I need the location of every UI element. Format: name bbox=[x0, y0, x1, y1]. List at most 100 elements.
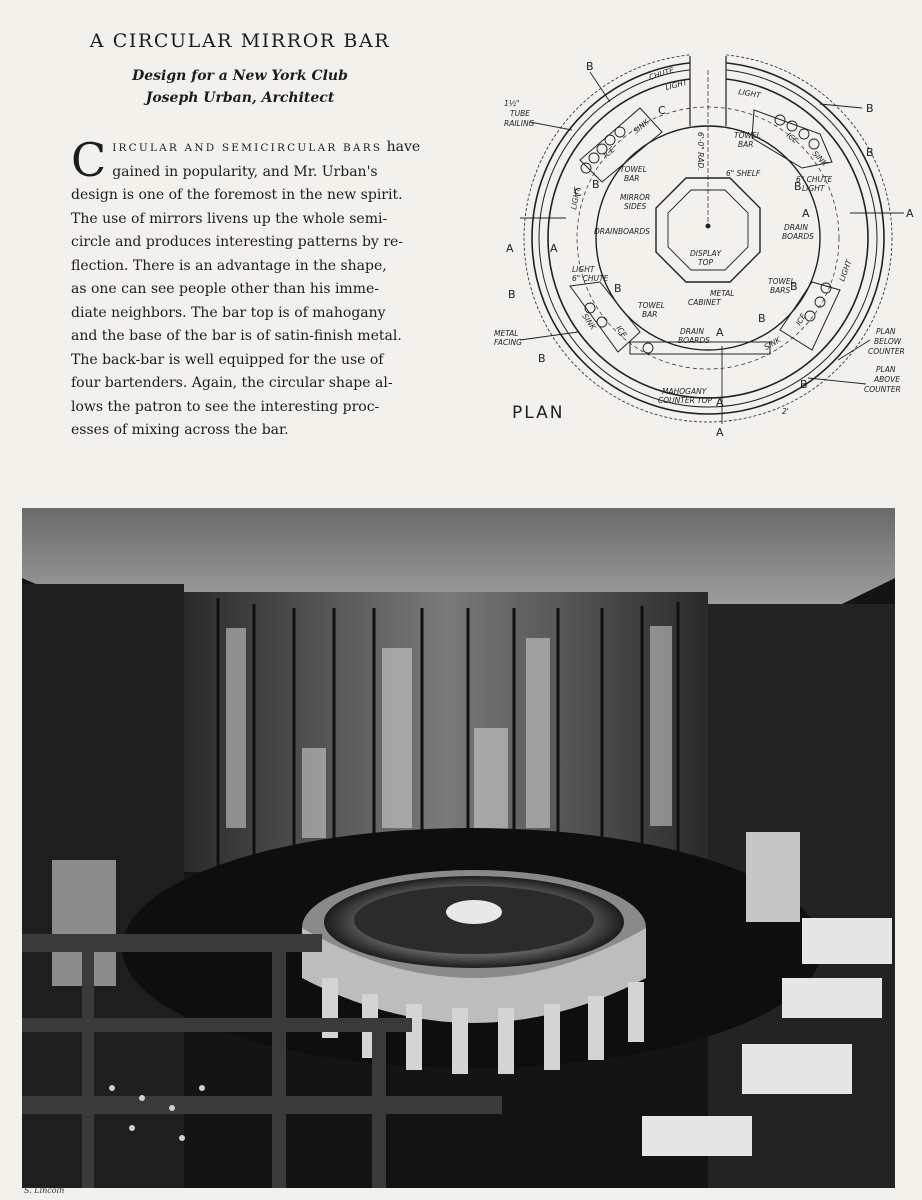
label-sink-tl: SINK bbox=[632, 117, 652, 136]
label-metal-facing-1: METAL bbox=[494, 329, 518, 338]
label-chute-light-r-1: 6" CHUTE bbox=[796, 175, 833, 184]
equipment-bottom bbox=[629, 341, 771, 355]
label-drain-boards-r-1: DRAIN bbox=[784, 223, 808, 232]
bin-circle bbox=[584, 302, 596, 314]
bar-plan-diagram: 1½" TUBE RAILING CHUTE LIGHT LIGHT SINK … bbox=[494, 52, 914, 439]
floor-tile-pattern bbox=[109, 1085, 205, 1141]
label-ice-tr: ICE bbox=[785, 131, 800, 146]
section-marker-b: B bbox=[866, 102, 874, 115]
label-sink-br: SINK bbox=[763, 335, 784, 352]
label-mirror-sides-2: SIDES bbox=[624, 202, 646, 211]
section-marker-a: A bbox=[506, 242, 514, 255]
label-mahogany-1: MAHOGANY bbox=[662, 387, 708, 396]
bin-circle bbox=[786, 120, 798, 132]
body-line-9: and the base of the bar is of satin-fini… bbox=[71, 328, 402, 344]
section-marker-b: B bbox=[508, 288, 516, 301]
bin-circle bbox=[614, 126, 626, 138]
body-line-1-rest: have bbox=[382, 139, 421, 155]
bin-circle bbox=[820, 282, 832, 294]
section-marker-b: B bbox=[790, 280, 798, 293]
section-marker-b: B bbox=[614, 282, 622, 295]
label-light-tr: LIGHT bbox=[738, 87, 763, 100]
label-light-chute-bl-2: 6" CHUTE bbox=[572, 274, 609, 283]
label-drainboards-left: DRAINBOARDS bbox=[594, 227, 650, 236]
label-towel-bar-bl-1: TOWEL bbox=[638, 301, 665, 310]
bin-circle bbox=[814, 296, 826, 308]
body-lead-smallcaps: IRCULAR AND SEMICIRCULAR BARS bbox=[112, 142, 383, 154]
leader-right-b bbox=[819, 103, 863, 109]
label-tube-railing-1: 1½" bbox=[504, 99, 520, 108]
section-marker-b: B bbox=[538, 352, 546, 365]
section-marker-b: B bbox=[586, 60, 594, 73]
center-point bbox=[705, 223, 711, 229]
article-title: A CIRCULAR MIRROR BAR bbox=[89, 30, 391, 52]
label-display-top-2: TOP bbox=[698, 258, 713, 267]
section-marker-c: C bbox=[574, 186, 582, 199]
label-ice-bl: ICE bbox=[614, 324, 629, 339]
section-marker-a: A bbox=[906, 207, 914, 220]
label-shelf: 6" SHELF bbox=[726, 169, 761, 178]
body-line-2: gained in popularity, and Mr. Urban's bbox=[112, 163, 378, 180]
article-body: C IRCULAR AND SEMICIRCULAR BARS have gai… bbox=[71, 133, 420, 443]
balcony-railing bbox=[22, 934, 502, 1188]
label-towel-bars-br-2: BARS bbox=[770, 286, 790, 295]
label-drain-boards-b-1: DRAIN bbox=[680, 327, 704, 336]
label-plan-above-2: ABOVE bbox=[873, 375, 900, 384]
label-plan-above-1: PLAN bbox=[876, 365, 896, 374]
label-towel-bars-br-1: TOWEL bbox=[768, 277, 795, 286]
label-plan-below-2: BELOW bbox=[874, 337, 902, 346]
dining-tables bbox=[642, 918, 892, 1156]
bin-circle bbox=[604, 134, 616, 146]
article-subtitle: Design for a New York Club bbox=[132, 68, 348, 84]
label-light-right: LIGHT bbox=[837, 257, 854, 282]
label-mahogany-2: COUNTER TOP bbox=[658, 396, 713, 405]
label-plan-below-1: PLAN bbox=[876, 327, 896, 336]
label-mirror-sides-1: MIRROR bbox=[620, 193, 650, 202]
mirror-panels bbox=[184, 592, 708, 872]
label-drain-boards-b-2: BOARDS bbox=[678, 336, 710, 345]
body-line-8: diate neighbors. The bar top is of mahog… bbox=[71, 304, 386, 321]
drop-cap: C bbox=[71, 133, 107, 187]
section-marker-a: A bbox=[716, 326, 724, 339]
equipment-bl bbox=[569, 281, 641, 353]
ice-bin-circles bbox=[580, 114, 832, 354]
bin-circle bbox=[642, 342, 654, 354]
photo-credit: S. Lincoln bbox=[24, 1186, 65, 1195]
label-drain-boards-r-2: BOARDS bbox=[782, 232, 814, 241]
bin-circle bbox=[774, 114, 786, 126]
bin-circle bbox=[804, 310, 816, 322]
bin-circle bbox=[588, 152, 600, 164]
label-metal-cabinet-1: METAL bbox=[710, 289, 734, 298]
body-line-4: The use of mirrors livens up the whole s… bbox=[71, 210, 388, 227]
section-marker-b: B bbox=[592, 178, 600, 191]
section-marker-a: A bbox=[716, 396, 724, 409]
section-marker-b: B bbox=[800, 378, 808, 391]
body-line-6: flection. There is an advantage in the s… bbox=[71, 257, 387, 274]
display-cabinet-outer bbox=[655, 177, 761, 283]
body-line-12: lows the patron to see the interesting p… bbox=[71, 398, 380, 415]
leader-top-b bbox=[589, 71, 611, 103]
plan-title: PLAN bbox=[512, 403, 564, 423]
mirror-wall bbox=[184, 592, 708, 872]
label-metal-facing-2: FACING bbox=[494, 338, 522, 347]
label-towel-bar-tl-1: TOWEL bbox=[620, 165, 647, 174]
article-architect: Joseph Urban, Architect bbox=[145, 90, 335, 106]
equipment-tr bbox=[751, 109, 833, 169]
display-centerpiece bbox=[446, 900, 502, 924]
label-towel-bar-bl-2: BAR bbox=[642, 310, 658, 319]
label-light-left: LIGHT bbox=[569, 185, 582, 210]
body-line-7: as one can see people other than his imm… bbox=[71, 281, 379, 297]
label-towel-bar-tl-2: BAR bbox=[624, 174, 640, 183]
section-marker-b: B bbox=[794, 180, 802, 193]
bin-circle bbox=[808, 138, 820, 150]
section-marker-a: A bbox=[716, 426, 724, 439]
label-sink-bl: SINK bbox=[580, 312, 598, 332]
back-bar-equipment bbox=[569, 107, 841, 355]
body-line-3: design is one of the foremost in the new… bbox=[71, 187, 403, 203]
bin-circle bbox=[596, 316, 608, 328]
label-chute-light-r-2: LIGHT bbox=[802, 184, 826, 193]
bin-circle bbox=[580, 162, 592, 174]
section-marker-b: B bbox=[866, 146, 874, 159]
bin-circle bbox=[798, 128, 810, 140]
